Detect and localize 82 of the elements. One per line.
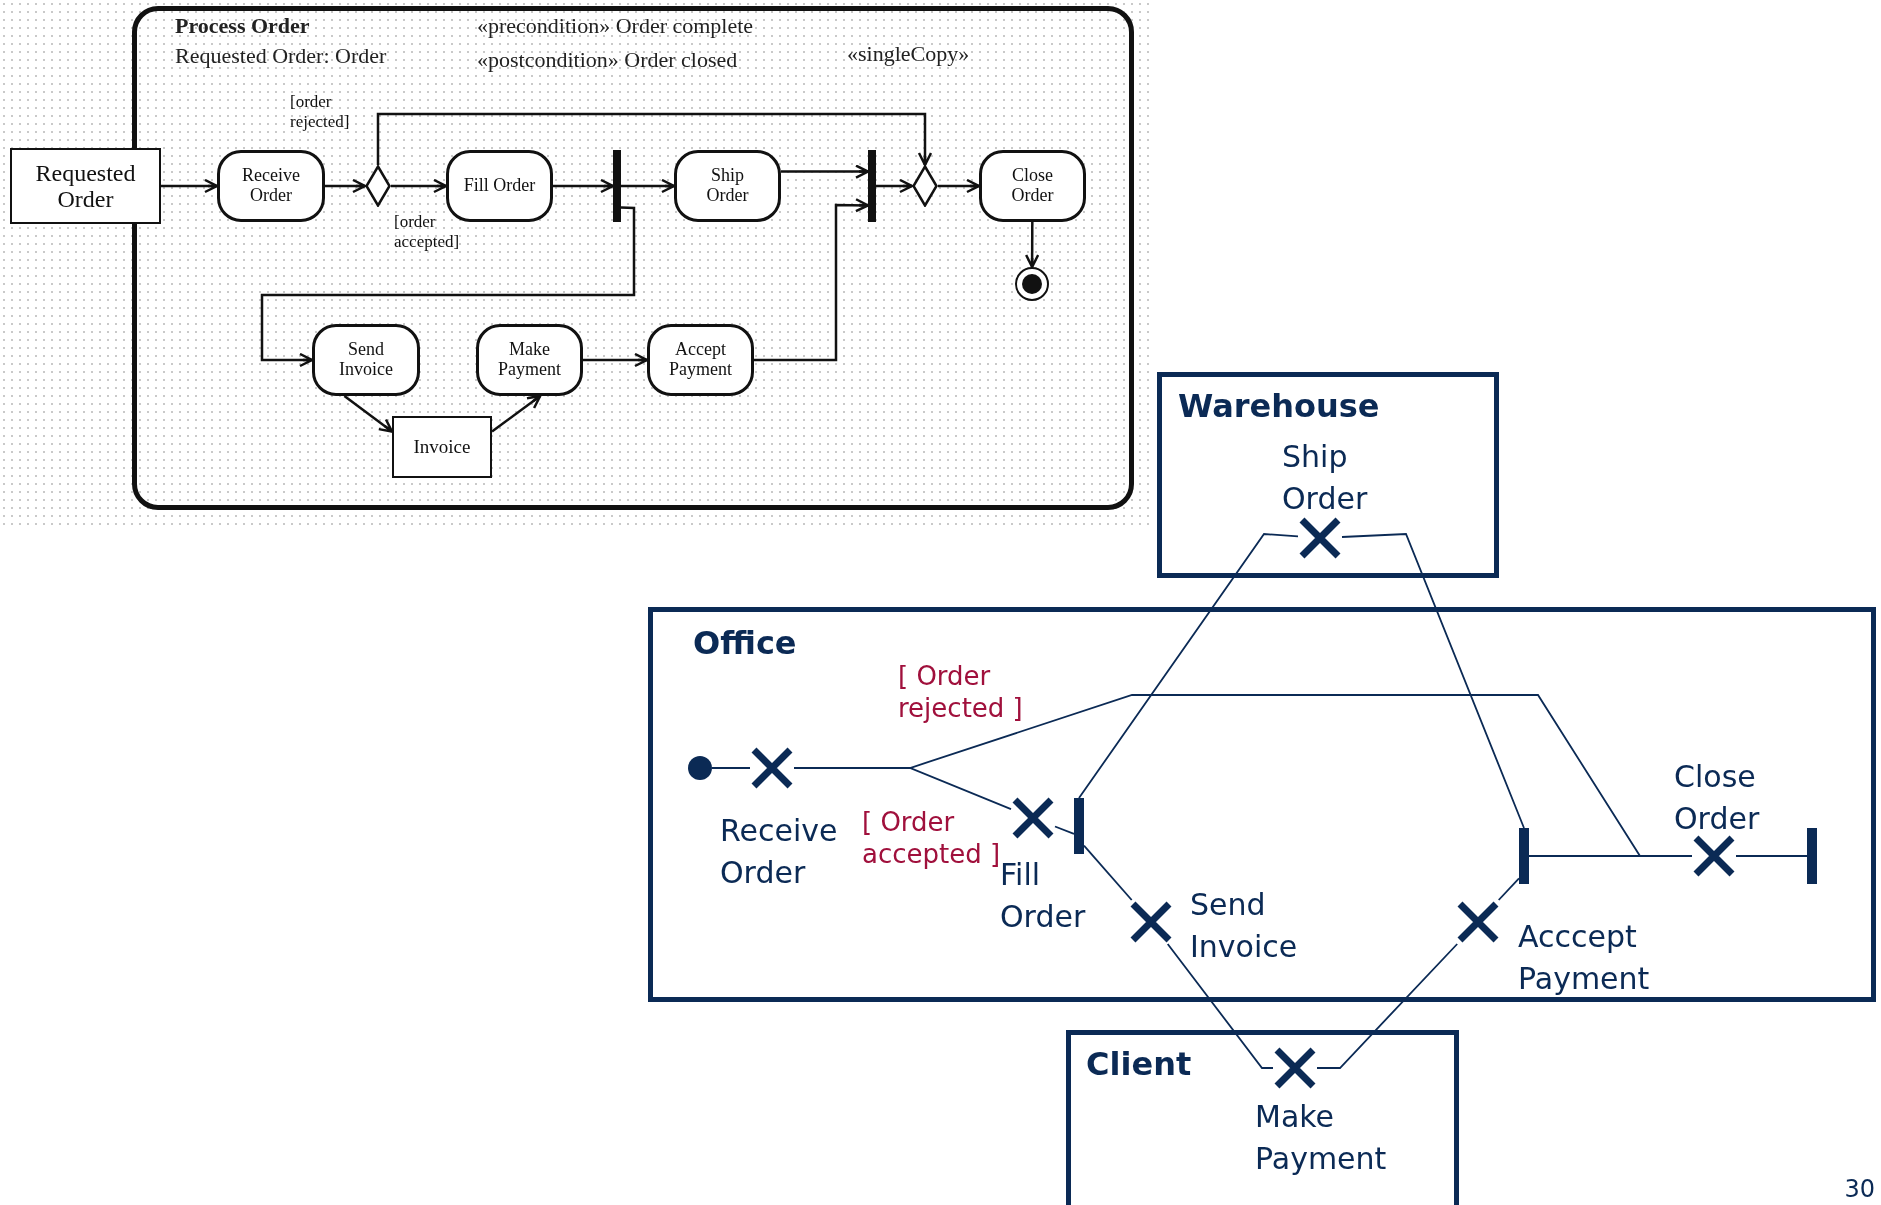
guard-label: [order accepted]: [394, 212, 461, 252]
arrow: [491, 394, 542, 433]
constraint-label: «precondition» Order complete: [477, 13, 754, 39]
initial-node: [688, 756, 712, 780]
arrow: [343, 395, 394, 433]
page-number: 30: [1844, 1175, 1875, 1203]
object-label: Invoice: [413, 436, 471, 458]
action-node: [476, 324, 583, 396]
connector-line: [1054, 825, 1075, 835]
cross-mark: [1011, 796, 1055, 840]
cross-mark: [1298, 516, 1342, 560]
sync-bar: [1519, 828, 1529, 884]
action-node: [217, 150, 325, 222]
action-label: Make Payment: [497, 340, 562, 380]
connector-line: [711, 767, 751, 769]
lane-title: Warehouse: [1178, 387, 1380, 425]
lane-title: Office: [693, 624, 797, 662]
action-label: Close Order: [1010, 166, 1055, 206]
connector-line: [1078, 533, 1299, 799]
lane-title: Client: [1086, 1045, 1192, 1083]
connector-line: [1341, 533, 1525, 829]
decision-diamond: [912, 165, 938, 207]
sync-bar: [1807, 828, 1817, 884]
arrow: [1024, 222, 1040, 269]
guard-label: [ Order accepted ]: [862, 806, 1002, 870]
final-node: [1015, 267, 1049, 301]
arrow: [553, 178, 615, 194]
connector-line: [1735, 855, 1808, 857]
action-label: Accept Payment: [668, 340, 733, 380]
sync-bar: [868, 150, 876, 222]
cross-mark: [750, 746, 794, 790]
activity-title: Process Order: [175, 13, 310, 39]
action-node: [674, 150, 781, 222]
action-node: [312, 324, 420, 396]
activity-label: Close Order: [1674, 758, 1761, 838]
activity-label: Acccept Payment: [1518, 918, 1651, 998]
action-label: Send Invoice: [338, 340, 394, 380]
cross-mark: [1456, 900, 1500, 944]
activity-label: Send Invoice: [1190, 886, 1299, 966]
guard-label: [ Order rejected ]: [898, 660, 1024, 724]
cross-mark: [1692, 834, 1736, 878]
arrow: [781, 164, 870, 179]
activity-label: Ship Order: [1282, 438, 1369, 518]
action-label: Ship Order: [705, 166, 750, 206]
arrow: [260, 206, 636, 368]
action-node: [446, 150, 553, 222]
action-label: Fill Order: [463, 176, 536, 196]
connector-line: [1083, 844, 1133, 901]
guard-label: [order rejected]: [290, 92, 351, 132]
swimlane: [1157, 372, 1499, 578]
connector-line: [1528, 855, 1693, 857]
arrow: [621, 178, 676, 194]
stereotype-label: «singleCopy»: [847, 41, 970, 67]
arrow: [161, 178, 219, 194]
arrow: [938, 178, 981, 194]
arrow: [376, 112, 933, 167]
object-node: [10, 148, 161, 224]
swimlane: [648, 607, 1876, 1002]
connector-line: [1497, 877, 1520, 901]
arrow: [583, 352, 649, 368]
object-label: Requested Order: [34, 159, 137, 213]
connector-line: [1166, 943, 1274, 1069]
constraint-label: «postcondition» Order closed: [477, 47, 738, 73]
action-label: Receive Order: [241, 166, 301, 206]
arrow: [325, 178, 367, 194]
activity-label: Receive Order: [720, 812, 839, 892]
arrow: [391, 178, 448, 194]
action-node: [979, 150, 1086, 222]
activity-label: Make Payment: [1255, 1098, 1388, 1178]
swimlane: [1066, 1030, 1459, 1205]
arrow: [876, 178, 914, 194]
sync-bar: [613, 150, 621, 222]
cross-mark: [1273, 1046, 1317, 1090]
connector-line: [1316, 943, 1459, 1069]
activity-label: Fill Order: [1000, 856, 1087, 936]
action-node: [647, 324, 754, 396]
arrow: [754, 198, 870, 362]
cross-mark: [1129, 900, 1173, 944]
decision-diamond: [365, 165, 391, 207]
object-node: [392, 416, 492, 478]
parameter-label: Requested Order: Order: [175, 43, 387, 69]
sync-bar: [1074, 798, 1084, 854]
